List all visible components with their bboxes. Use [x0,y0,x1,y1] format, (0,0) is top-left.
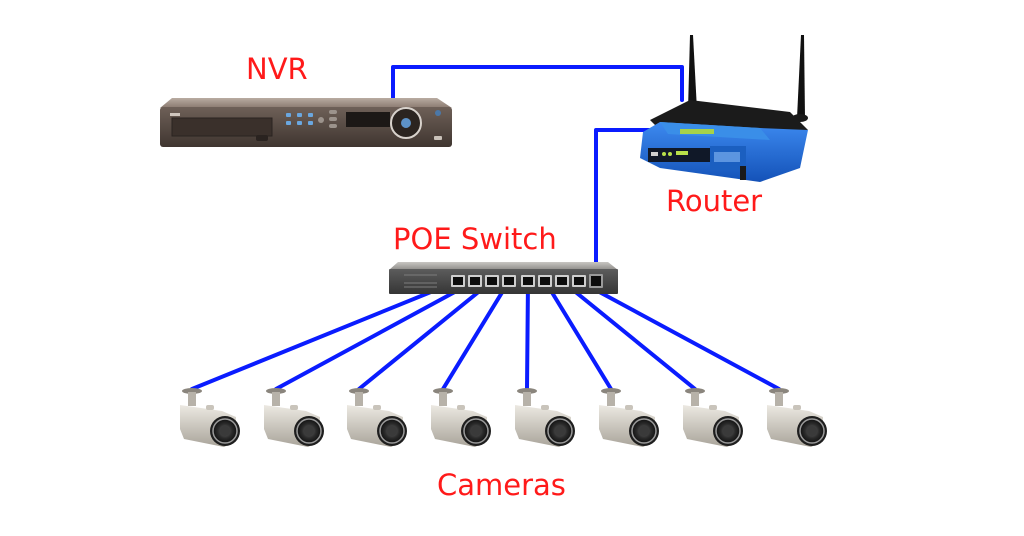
switch-port-3 [485,275,499,287]
cable-switch-camera-3 [357,279,494,391]
cables [190,65,781,391]
cable-switch-camera-2 [274,279,477,391]
camera-icon [264,388,324,447]
cable-switch-camera-7 [560,279,697,391]
switch-ports [451,274,603,288]
camera-icon [767,388,827,447]
router-icon [640,35,808,182]
switch-port-5 [521,275,535,287]
cable-switch-camera-6 [543,279,613,391]
cable-switch-camera-4 [441,279,511,391]
poe-switch-label: POE Switch [393,222,557,256]
cable-switch-camera-5 [525,279,530,391]
camera-icon [347,388,407,447]
cable-switch-router [594,128,664,280]
camera-icon [515,388,575,447]
switch-port-1 [451,275,465,287]
switch-uplink-port [589,274,603,288]
camera-icon [180,388,240,447]
cameras-label: Cameras [437,468,566,502]
router-label: Router [666,184,763,218]
cable-nvr-router [391,65,684,102]
switch-port-6 [538,275,552,287]
switch-port-2 [468,275,482,287]
switch-port-8 [572,275,586,287]
camera-icon [683,388,743,447]
nvr-icon [160,98,452,147]
switch-icon [389,262,618,294]
switch-port-7 [555,275,569,287]
camera-icon [431,388,491,447]
switch-port-4 [502,275,516,287]
cable-switch-camera-8 [577,279,781,391]
camera-icon [599,388,659,447]
cameras-group [180,388,827,447]
cable-switch-camera-1 [190,279,460,391]
nvr-label: NVR [246,52,308,86]
